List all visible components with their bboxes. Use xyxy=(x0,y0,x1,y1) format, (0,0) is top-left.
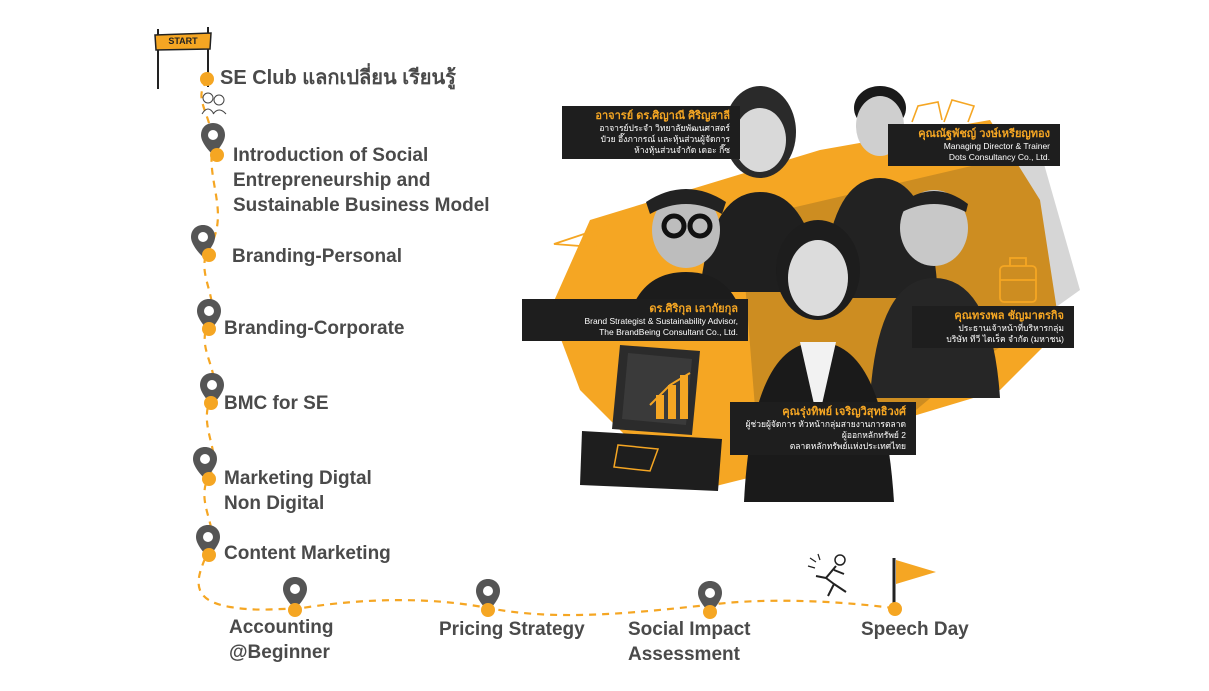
finish-flag-icon xyxy=(892,558,936,610)
route-dot xyxy=(202,248,216,262)
start-sign: START xyxy=(152,25,214,91)
step-content-marketing: Content Marketing xyxy=(224,543,391,564)
route-dot xyxy=(202,322,216,336)
desk-outline-icon xyxy=(911,99,976,123)
route-dot xyxy=(481,603,495,617)
step-marketing: Marketing Digtal Non Digital xyxy=(224,466,372,516)
briefcase-outline-icon xyxy=(999,257,1037,303)
start-flag-icon xyxy=(154,27,212,89)
speaker-name: คุณรุ่งทิพย์ เจริญวิสุทธิวงศ์ xyxy=(782,406,906,418)
location-pin-icon xyxy=(201,123,225,155)
runner-icon xyxy=(807,553,847,597)
speaker-desc: ห้างหุ้นส่วนจำกัด เดอะ กี๊ซ xyxy=(634,145,730,155)
speaker-desc: Managing Director & Trainer xyxy=(943,141,1050,151)
speaker-desc: ผู้ออกหลักทรัพย์ 2 xyxy=(841,430,906,440)
speaker-banner-4: คุณทรงพล ชัญมาตรกิจ ประธานเจ้าหน้าที่บริ… xyxy=(912,306,1074,348)
step-branding-personal: Branding-Personal xyxy=(232,246,402,267)
speaker-banner-5: คุณรุ่งทิพย์ เจริญวิสุทธิวงศ์ ผู้ช่วยผู้… xyxy=(730,402,916,455)
speaker-banner-2: คุณณัฐพัชญ์ วงษ์เหรียญทอง Managing Direc… xyxy=(888,124,1060,166)
speaker-name: อาจารย์ ดร.ศิญาณี ศิริญสาลี xyxy=(595,110,730,122)
step-se-club: SE Club แลกเปลี่ยน เรียนรู้ xyxy=(220,67,456,89)
step-line: Social Impact xyxy=(628,619,751,640)
location-pin-icon xyxy=(197,299,221,331)
speaker-photo-5 xyxy=(744,220,894,502)
start-label: START xyxy=(168,36,198,46)
step-introduction: Introduction of Social Entrepreneurship … xyxy=(233,143,490,218)
speaker-name: ดร.ศิริกุล เลากัยกุล xyxy=(649,303,738,315)
step-accounting: Accounting @Beginner xyxy=(229,615,334,665)
route-dot xyxy=(202,548,216,562)
route-dot xyxy=(202,472,216,486)
speaker-desc: บริษัท ทีวี ไดเร็ค จำกัด (มหาชน) xyxy=(946,334,1064,344)
speaker-desc: Dots Consultancy Co., Ltd. xyxy=(948,152,1050,162)
location-pin-icon xyxy=(476,579,500,611)
speaker-name: คุณณัฐพัชญ์ วงษ์เหรียญทอง xyxy=(918,128,1050,140)
speaker-desc: ตลาดหลักทรัพย์แห่งประเทศไทย xyxy=(789,441,906,451)
step-line: Sustainable Business Model xyxy=(233,195,490,216)
step-branding-corporate: Branding-Corporate xyxy=(224,318,405,339)
step-line: Marketing Digtal xyxy=(224,468,372,489)
route-dot xyxy=(204,396,218,410)
step-line: Assessment xyxy=(628,644,740,665)
route-dot xyxy=(200,72,214,86)
location-pin-icon xyxy=(196,525,220,557)
speaker-desc: ประธานเจ้าหน้าที่บริหารกลุ่ม xyxy=(958,323,1064,333)
step-line: Introduction of Social xyxy=(233,145,429,166)
speaker-banner-1: อาจารย์ ดร.ศิญาณี ศิริญสาลี อาจารย์ประจำ… xyxy=(562,106,740,159)
speaker-desc: The BrandBeing Consultant Co., Ltd. xyxy=(599,327,738,337)
speaker-desc: Brand Strategist & Sustainability Adviso… xyxy=(584,316,738,326)
step-line: Accounting xyxy=(229,617,334,638)
step-pricing: Pricing Strategy xyxy=(439,619,585,640)
doodle-icon xyxy=(201,92,227,115)
route-dot xyxy=(210,148,224,162)
step-line: @Beginner xyxy=(229,642,330,663)
speaker-name: คุณทรงพล ชัญมาตรกิจ xyxy=(954,310,1064,322)
speaker-desc: ผู้ช่วยผู้จัดการ หัวหน้ากลุ่มสายงานการตล… xyxy=(745,419,906,429)
location-pin-icon xyxy=(193,447,217,479)
briefcase-chart-icon xyxy=(580,345,722,491)
step-bmc: BMC for SE xyxy=(224,393,329,414)
route-dot xyxy=(888,602,902,616)
step-speech-day: Speech Day xyxy=(861,619,969,640)
route-dot xyxy=(703,605,717,619)
location-pin-icon xyxy=(283,577,307,609)
step-line: Non Digital xyxy=(224,493,325,514)
paper-plane-icon xyxy=(553,224,611,260)
speaker-desc: ป๋วย อึ๊งภากรณ์ และหุ้นส่วนผู้จัดการ xyxy=(600,134,730,144)
location-pin-icon xyxy=(698,581,722,613)
route-dot xyxy=(288,603,302,617)
speaker-banner-3: ดร.ศิริกุล เลากัยกุล Brand Strategist & … xyxy=(522,299,748,341)
step-line: Entrepreneurship and xyxy=(233,170,431,191)
speaker-desc: อาจารย์ประจำ วิทยาลัยพัฒนศาสตร์ xyxy=(599,123,730,133)
step-social-impact: Social Impact Assessment xyxy=(628,617,751,667)
